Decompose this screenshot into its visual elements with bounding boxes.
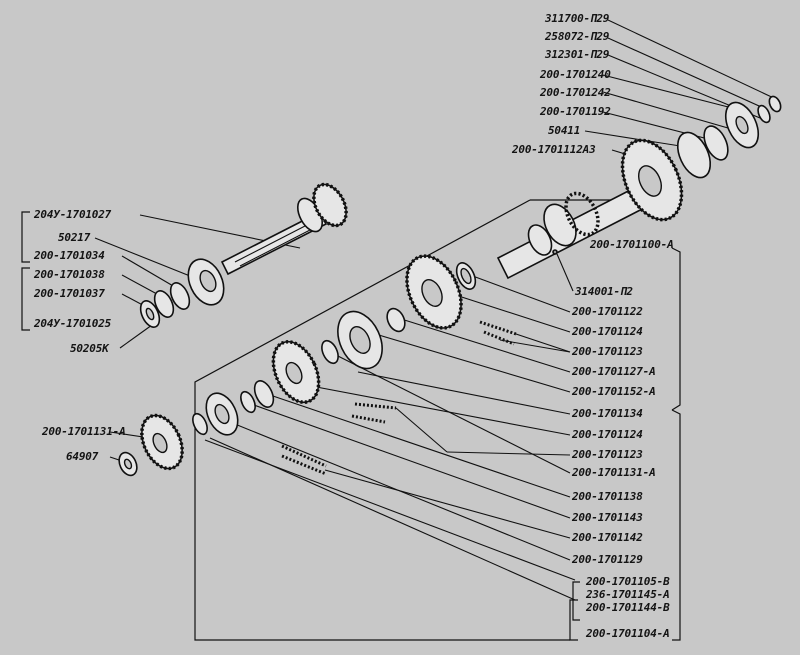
label-50411: 50411 [548, 124, 581, 137]
label-200-1701122: 200-1701122 [572, 305, 643, 318]
label-204u-1701025: 204У-1701025 [34, 317, 112, 330]
input-shaft [220, 182, 348, 276]
leader-lines [94, 19, 779, 601]
label-258072-p29: 258072-П29 [545, 30, 610, 43]
label-200-1701037: 200-1701037 [34, 287, 105, 300]
label-236-1701145-a: 236-1701145-А [586, 588, 670, 601]
label-200-1701138: 200-1701138 [572, 490, 643, 503]
label-200-1701143: 200-1701143 [572, 511, 643, 524]
label-50217: 50217 [58, 231, 91, 244]
label-200-1701104-a: 200-1701104-А [586, 627, 670, 640]
label-200-1701034: 200-1701034 [34, 249, 105, 262]
label-200-1701242: 200-1701242 [540, 86, 611, 99]
label-50205k: 50205К [70, 342, 109, 355]
input-bearing [139, 258, 225, 328]
needle-bearings [281, 320, 517, 476]
label-200-1701152-a: 200-1701152-А [572, 385, 656, 398]
label-64907: 64907 [66, 450, 99, 463]
label-200-1701144-v: 200-1701144-В [586, 601, 670, 614]
label-200-1701131-a-right: 200-1701131-А [572, 466, 656, 479]
label-200-1701129: 200-1701129 [572, 553, 643, 566]
rear-gear [620, 95, 782, 222]
label-200-1701192: 200-1701192 [540, 105, 611, 118]
label-200-1701134: 200-1701134 [572, 407, 643, 420]
label-200-1701124-a: 200-1701124 [572, 325, 643, 338]
label-200-1701131-a-left: 200-1701131-А [42, 425, 126, 438]
label-200-1701240: 200-1701240 [540, 68, 611, 81]
label-200-1701127-a: 200-1701127-А [572, 365, 656, 378]
main-shaft [496, 183, 652, 280]
label-314001-p2: 314001-П2 [575, 285, 633, 298]
label-204u-1701027: 204У-1701027 [34, 208, 112, 221]
label-200-1701123-b: 200-1701123 [572, 448, 643, 461]
front-gear [118, 413, 184, 477]
label-200-1701124-b: 200-1701124 [572, 428, 643, 441]
middle-gears [192, 254, 477, 436]
label-200-1701142: 200-1701142 [572, 531, 643, 544]
label-311700-p29: 311700-П29 [545, 12, 610, 25]
label-200-1701038: 200-1701038 [34, 268, 105, 281]
label-200-1701100-a: 200-1701100-А [590, 238, 674, 251]
label-200-1701123-a: 200-1701123 [572, 345, 643, 358]
assembly-brackets [21, 199, 681, 641]
label-200-1701112a3: 200-1701112А3 [512, 143, 596, 156]
label-312301-p29: 312301-П29 [545, 48, 610, 61]
label-200-1701105-v: 200-1701105-В [586, 575, 670, 588]
